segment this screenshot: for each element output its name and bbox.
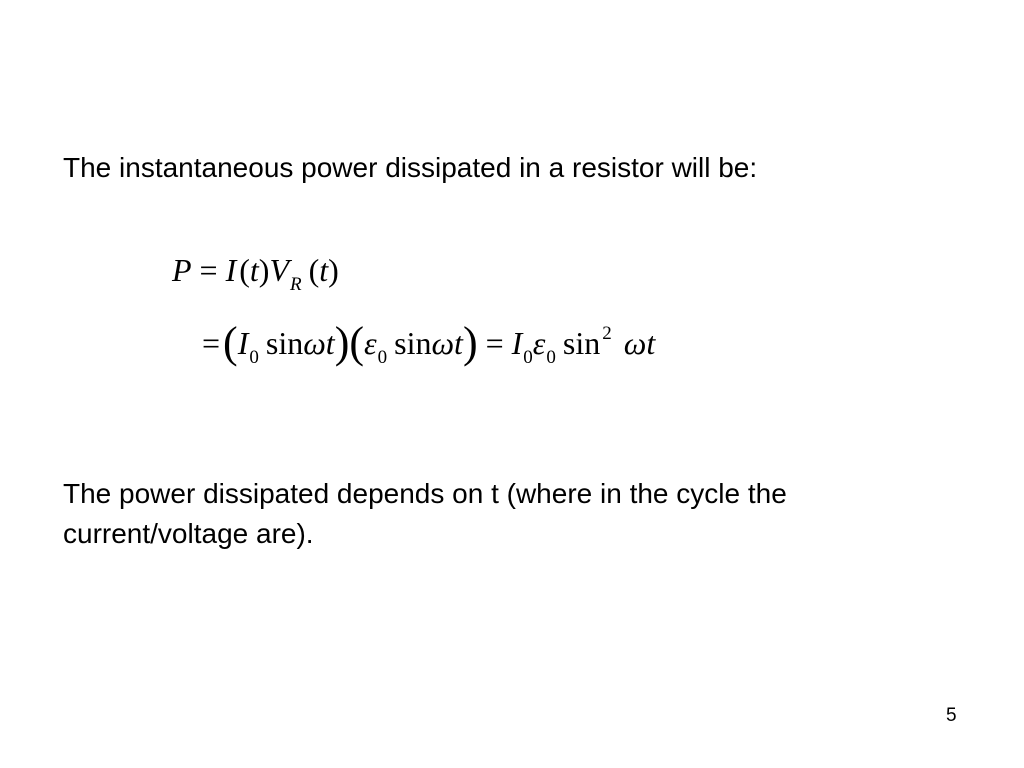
zero-subscript: 0 — [523, 347, 533, 368]
voltage-subscript: R — [290, 274, 302, 295]
equals-sign: = — [202, 325, 221, 361]
emf-amplitude-symbol: ε — [364, 325, 377, 361]
time-symbol: t — [454, 325, 463, 361]
omega-symbol: ω — [623, 325, 647, 361]
right-paren: ) — [258, 252, 270, 288]
voltage-symbol: V — [269, 252, 289, 288]
time-symbol: t — [325, 325, 335, 361]
omega-symbol: ω — [303, 325, 326, 361]
left-paren: ( — [308, 252, 320, 288]
big-left-paren: ( — [349, 318, 364, 367]
intro-text: The instantaneous power dissipated in a … — [63, 152, 758, 183]
current-symbol: I — [225, 252, 237, 288]
equals-sign: = — [199, 252, 218, 288]
current-amplitude-symbol: I — [511, 325, 523, 361]
big-right-paren: ) — [462, 318, 478, 367]
conclusion-text: The power dissipated depends on t (where… — [63, 478, 787, 549]
time-symbol: t — [319, 252, 329, 288]
right-paren: ) — [328, 252, 339, 288]
sine-function: sin — [394, 325, 432, 361]
big-right-paren: ) — [334, 318, 350, 367]
zero-subscript: 0 — [377, 347, 388, 368]
sine-function: sin — [562, 325, 601, 361]
squared-superscript: 2 — [602, 323, 612, 344]
zero-subscript: 0 — [249, 347, 259, 368]
equals-sign: = — [485, 325, 504, 361]
equation-line-1: P=I(t)VR(t) — [172, 250, 339, 296]
left-paren: ( — [239, 252, 250, 288]
time-symbol: t — [249, 252, 259, 288]
page-number: 5 — [946, 705, 957, 726]
power-symbol: P — [172, 252, 192, 288]
emf-amplitude-symbol: ε — [532, 325, 546, 361]
sine-function: sin — [265, 325, 304, 361]
current-amplitude-symbol: I — [237, 325, 249, 361]
omega-symbol: ω — [431, 325, 455, 361]
big-left-paren: ( — [223, 318, 238, 367]
time-symbol: t — [646, 325, 656, 361]
zero-subscript: 0 — [546, 347, 556, 368]
